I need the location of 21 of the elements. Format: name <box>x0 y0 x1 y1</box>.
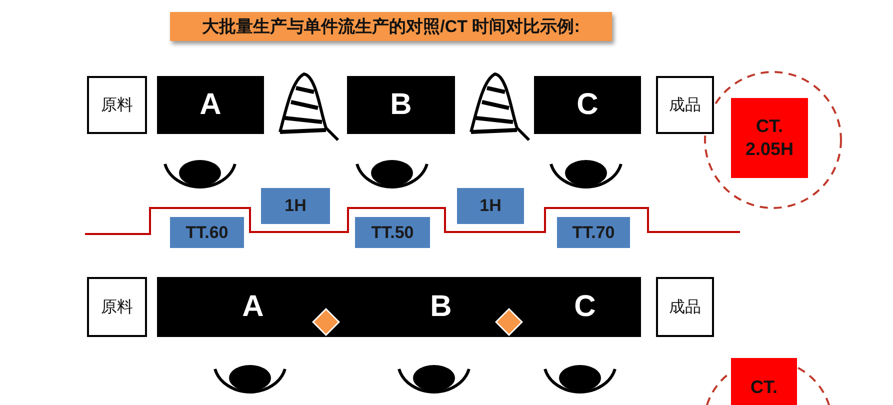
wait-time-box: 1H <box>261 188 330 224</box>
takt-time-box: TT.50 <box>355 217 430 248</box>
material-box: 原料 <box>87 277 147 337</box>
process-box: A <box>157 76 264 134</box>
material-box: 原料 <box>87 76 147 134</box>
station-letter: A <box>241 289 265 325</box>
product-box: 成品 <box>656 76 714 134</box>
flow-line-bar <box>157 277 641 337</box>
title: 大批量生产与单件流生产的对照/CT 时间对比示例: <box>170 12 612 41</box>
cycle-time-box: CT. <box>731 358 797 405</box>
station-letter: C <box>573 289 597 325</box>
station-letter: B <box>429 289 453 325</box>
wait-time-box: 1H <box>457 188 524 224</box>
takt-time-box: TT.60 <box>170 217 244 248</box>
cycle-time-box: CT. 2.05H <box>731 98 808 178</box>
process-box: C <box>534 76 641 134</box>
process-box: B <box>347 76 455 134</box>
product-box: 成品 <box>656 277 714 337</box>
wip-diamond-icon <box>495 308 523 336</box>
wip-diamond-icon <box>312 308 340 336</box>
takt-time-box: TT.70 <box>557 217 630 248</box>
